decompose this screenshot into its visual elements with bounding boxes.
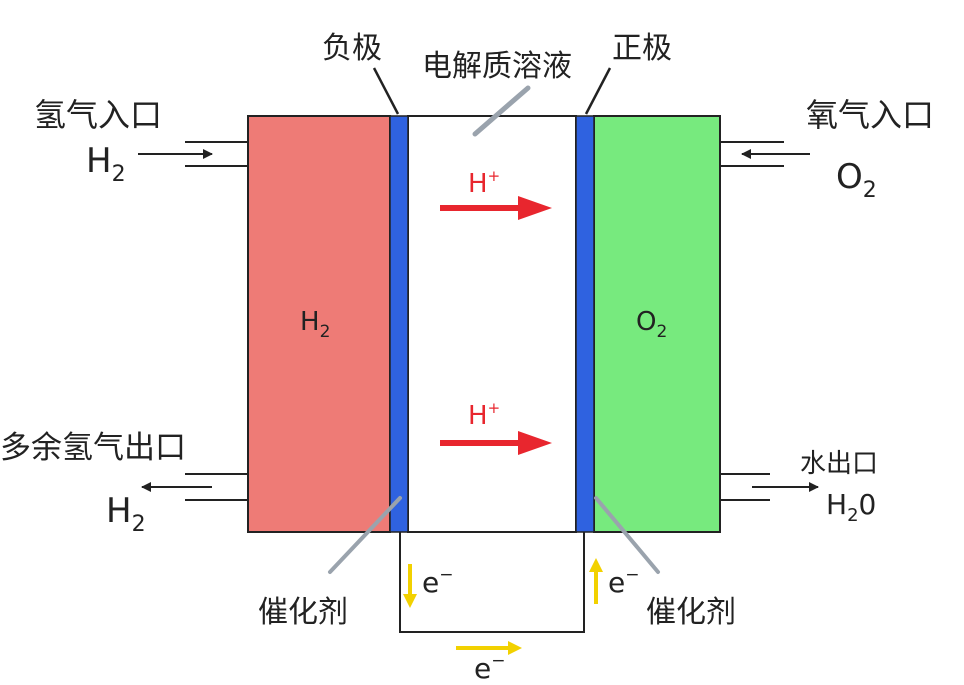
catalyst-left-leader-line — [328, 496, 402, 574]
h2-inlet-formula: H2 — [86, 141, 126, 187]
o2-inlet-pipe — [720, 141, 784, 167]
cathode-chamber — [593, 115, 721, 533]
electron-arrow-bottom — [456, 641, 522, 655]
cathode-chamber-formula: O2 — [636, 307, 667, 342]
o2-inlet-label: 氧气入口 — [806, 96, 934, 134]
proton-arrow-bottom — [440, 431, 552, 455]
h2-outlet-formula: H2 — [106, 491, 146, 537]
anode-electrode — [389, 115, 409, 533]
catalyst-left-label: 催化剂 — [258, 595, 348, 630]
proton-label-top: H+ — [468, 167, 500, 199]
electron-label-bottom: e− — [474, 651, 505, 685]
h2-inlet-pipe — [185, 141, 248, 167]
electrolyte-label: 电解质溶液 — [422, 49, 572, 84]
electron-label-left: e− — [422, 565, 453, 599]
electrolyte-leader-line — [472, 85, 531, 137]
anode-chamber — [247, 115, 391, 533]
anode-chamber-formula: H2 — [300, 307, 330, 342]
proton-label-bottom: H+ — [468, 399, 500, 431]
o2-inlet-formula: O2 — [836, 157, 877, 203]
h2-excess-outlet-label: 多余氢气出口 — [0, 430, 186, 466]
cathode-label: 正极 — [612, 31, 672, 66]
water-outlet-pipe — [720, 473, 770, 501]
external-circuit-wire — [399, 532, 585, 633]
h2-inlet-label: 氢气入口 — [34, 96, 162, 134]
catalyst-right-label: 催化剂 — [646, 595, 736, 630]
electron-label-right: e− — [608, 565, 639, 599]
anode-label: 负极 — [322, 31, 382, 66]
cathode-electrode — [575, 115, 595, 533]
water-outlet-formula: H20 — [826, 488, 876, 526]
electron-arrow-right — [589, 558, 603, 604]
proton-arrow-top — [440, 196, 552, 220]
cathode-leader-line — [584, 67, 612, 115]
electrolyte-chamber — [407, 115, 577, 533]
catalyst-right-leader-line — [594, 496, 660, 574]
h2-outlet-pipe — [185, 473, 248, 501]
electron-arrow-left — [403, 564, 417, 608]
anode-leader-line — [372, 67, 400, 115]
water-outlet-label: 水出口 — [800, 449, 878, 479]
